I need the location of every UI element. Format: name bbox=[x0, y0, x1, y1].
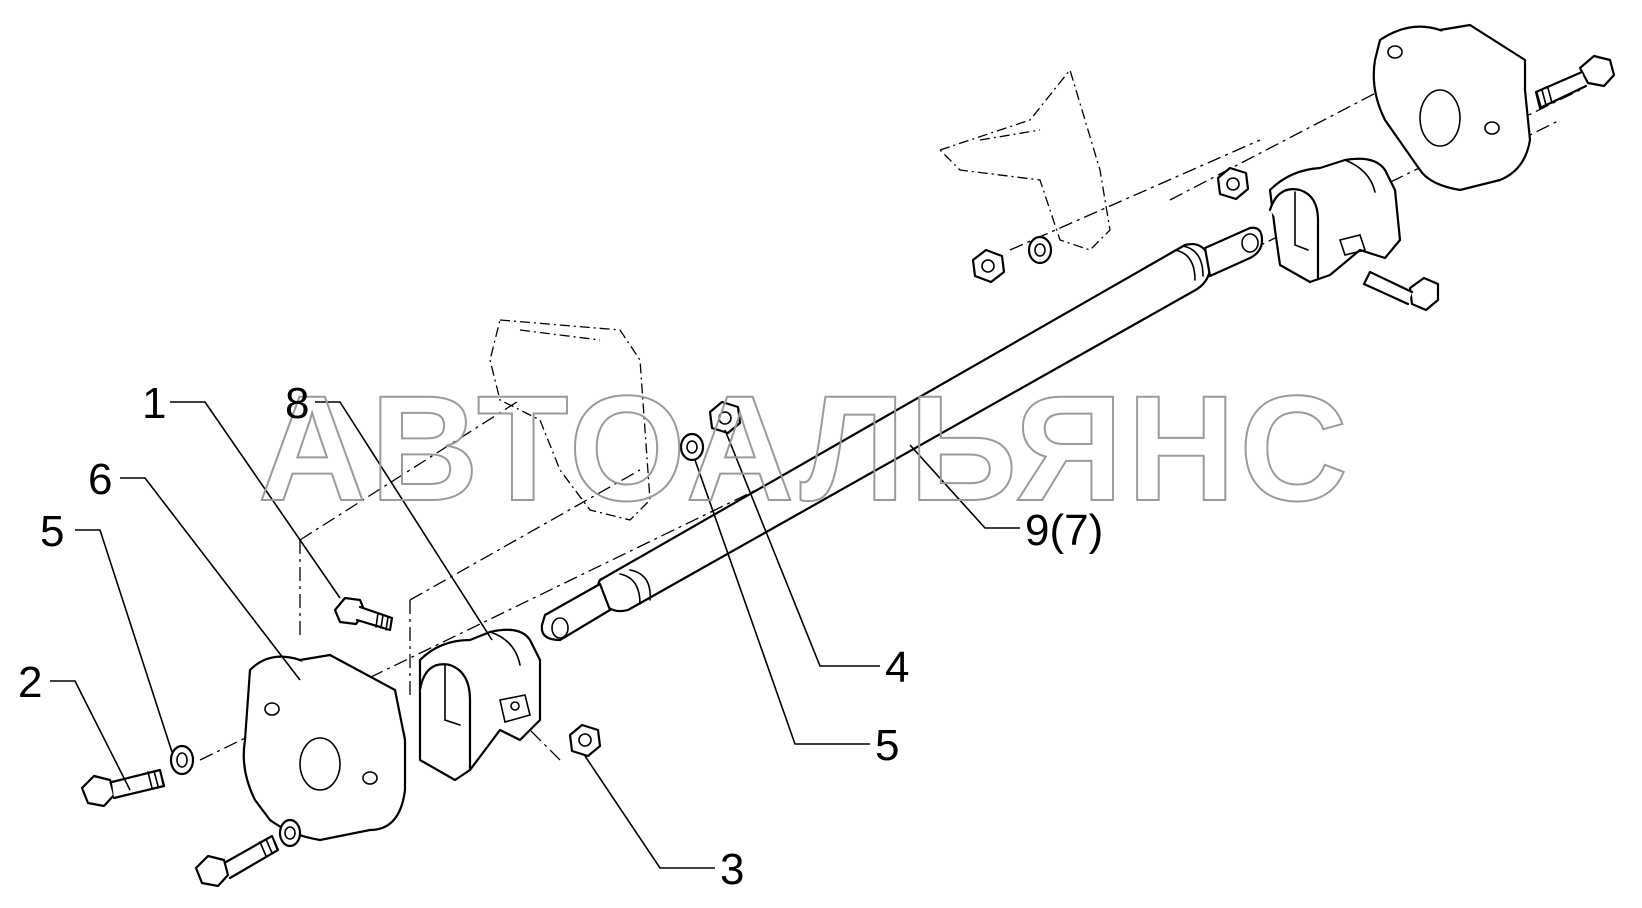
callout-5-right: 5 bbox=[875, 721, 899, 770]
washer-5-shaft bbox=[679, 432, 705, 462]
callout-3: 3 bbox=[720, 845, 744, 894]
nut-upper-a bbox=[971, 248, 1006, 284]
clamp-housing-upper bbox=[1268, 157, 1402, 284]
bolt-2 bbox=[80, 768, 166, 808]
callout-5-left: 5 bbox=[40, 507, 64, 556]
bolt-upper-right bbox=[1534, 54, 1616, 110]
callout-6: 6 bbox=[88, 455, 112, 504]
flange-plate-lower bbox=[242, 653, 407, 842]
washer-5-lower bbox=[169, 744, 195, 776]
washer-lower-bottom bbox=[278, 818, 302, 848]
leader-lines bbox=[50, 401, 1020, 869]
clamp-housing-lower bbox=[418, 628, 542, 782]
nut-4 bbox=[708, 400, 742, 435]
callout-1: 1 bbox=[142, 379, 166, 428]
callout-9-7: 9(7) bbox=[1025, 506, 1103, 555]
callout-4: 4 bbox=[885, 643, 909, 692]
callout-2: 2 bbox=[18, 658, 42, 707]
callout-8: 8 bbox=[285, 379, 309, 428]
bolt-lower bbox=[194, 834, 280, 888]
phantom-frame-lower bbox=[489, 319, 651, 521]
washer-upper bbox=[1027, 235, 1053, 265]
watermark-text: АВТОАЛЬЯНС bbox=[258, 364, 1352, 532]
shaft bbox=[540, 226, 1264, 642]
bolt-1 bbox=[333, 596, 394, 632]
nut-3 bbox=[568, 723, 602, 758]
bolt-upper-lower bbox=[1362, 270, 1440, 312]
phantom-frame-upper bbox=[938, 68, 1111, 251]
callout-labels: 1 8 6 5 2 9(7) 4 5 3 bbox=[18, 379, 1103, 894]
nut-upper-b bbox=[1216, 166, 1250, 201]
flange-plate-upper bbox=[1372, 23, 1532, 192]
